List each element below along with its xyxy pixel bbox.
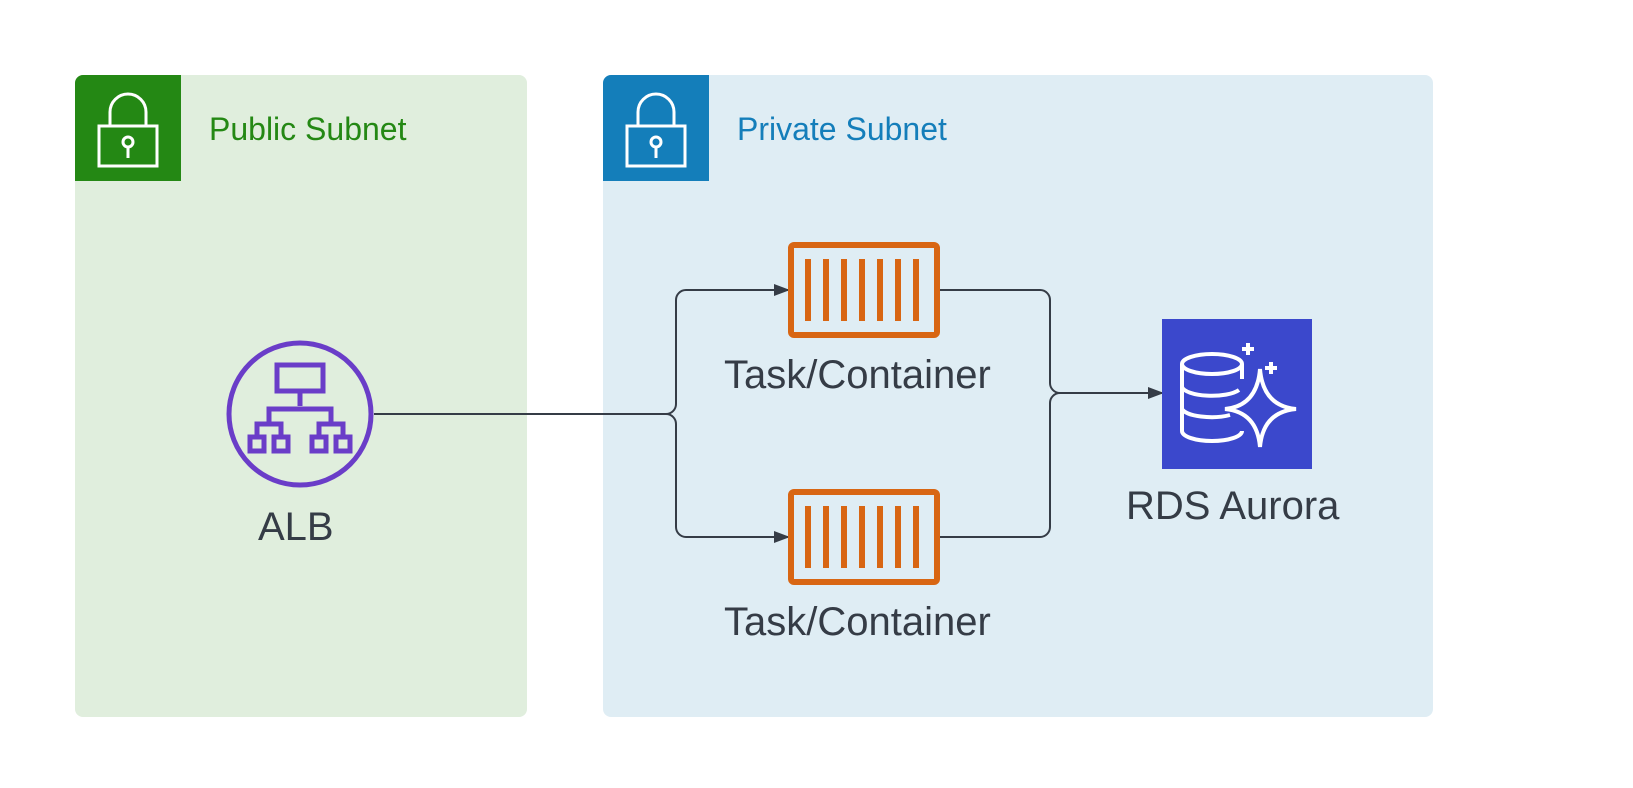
task-container-label-2: Task/Container xyxy=(724,600,991,644)
load-balancer-icon xyxy=(226,340,374,488)
lock-icon xyxy=(97,92,159,168)
task-container-label-1: Task/Container xyxy=(724,353,991,397)
private-subnet-lock-tile xyxy=(603,75,709,181)
rds-aurora-label: RDS Aurora xyxy=(1126,484,1340,528)
lock-icon xyxy=(625,92,687,168)
task-container-node-2[interactable] xyxy=(788,489,940,585)
public-subnet-lock-tile xyxy=(75,75,181,181)
task-container-node-1[interactable] xyxy=(788,242,940,338)
container-icon xyxy=(788,242,940,338)
alb-label: ALB xyxy=(258,505,334,549)
private-subnet-title: Private Subnet xyxy=(737,111,947,147)
edge-task2-to-rds xyxy=(937,392,1061,538)
aurora-database-icon xyxy=(1180,343,1297,448)
alb-node[interactable] xyxy=(225,339,375,489)
container-icon xyxy=(788,489,940,585)
public-subnet-group: Public Subnet xyxy=(75,75,527,717)
rds-aurora-node[interactable] xyxy=(1162,319,1312,469)
edge-alb-to-task2 xyxy=(665,413,790,543)
public-subnet-title: Public Subnet xyxy=(209,111,407,147)
